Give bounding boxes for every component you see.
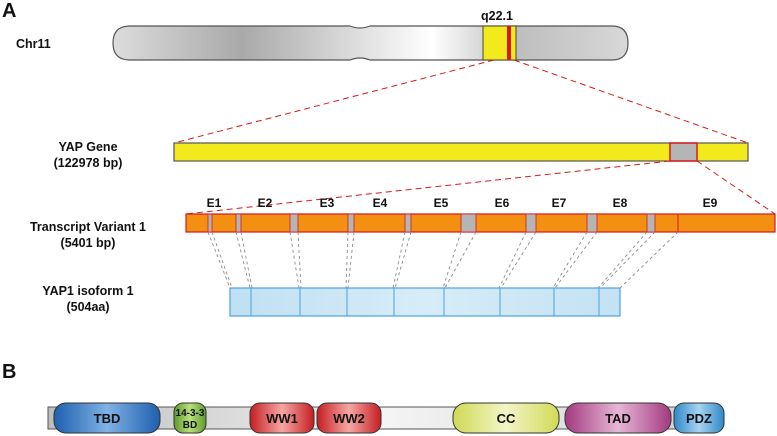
exon-label: E3 <box>320 196 335 210</box>
exon-label: E5 <box>434 196 449 210</box>
zoom-line-transcript-right <box>696 160 776 215</box>
exon-label: E9 <box>703 196 718 210</box>
domain-label: PDZ <box>686 411 712 426</box>
transcript-intron <box>646 213 656 233</box>
domain-label: TBD <box>94 411 121 426</box>
domain-tbd: TBD <box>53 402 161 434</box>
exon-label: E8 <box>613 196 628 210</box>
protein-isoform-bar <box>229 287 621 317</box>
exon-labels: E1 E2 E3 E4 E5 E6 E7 E8 E9 <box>207 196 718 210</box>
isoform-name: YAP1 isoform 1 <box>42 284 133 298</box>
transcript-intron <box>525 213 537 233</box>
gene-zoom-region <box>669 142 698 162</box>
transcript-name: Transcript Variant 1 <box>30 220 146 234</box>
exon-label: E4 <box>373 196 388 210</box>
chromosome-label: Chr11 <box>16 37 51 51</box>
isoform-length: (504aa) <box>66 300 109 314</box>
domain-14-3-3-bd: 14-3-3 BD <box>173 402 207 434</box>
gene-length: (122978 bp) <box>54 156 123 170</box>
chromosome-11 <box>112 25 629 61</box>
exon-label: E1 <box>207 196 222 210</box>
transcript-intron <box>235 213 242 233</box>
domain-label: WW2 <box>333 411 365 426</box>
yap-gene-bar <box>173 142 749 162</box>
yap-locus-marker <box>507 26 511 60</box>
transcript-bar <box>185 213 776 233</box>
transcript-length: (5401 bp) <box>61 236 116 250</box>
transcript-intron <box>404 213 412 233</box>
transcript-introns <box>207 213 656 233</box>
domain-label: WW1 <box>266 411 298 426</box>
protein-exon-boundaries <box>250 288 600 316</box>
transcript-intron <box>207 213 213 233</box>
chromosome-band-q22-1 <box>482 25 517 61</box>
zoom-line-transcript-left <box>185 160 671 215</box>
band-label: q22.1 <box>481 9 513 23</box>
panel-label-a: A <box>2 0 16 22</box>
transcript-intron <box>460 213 477 233</box>
transcript-intron <box>289 213 299 233</box>
domain-pdz: PDZ <box>673 402 725 434</box>
transcript-intron <box>347 213 355 233</box>
gene-name: YAP Gene <box>58 140 117 154</box>
domain-ww2: WW2 <box>316 402 382 434</box>
exon-label: E6 <box>495 196 510 210</box>
domain-tad: TAD <box>564 402 672 434</box>
domain-label: BD <box>183 420 197 431</box>
exon-label: E7 <box>552 196 567 210</box>
domain-label: 14-3-3 <box>176 408 205 419</box>
zoom-line-gene-left <box>173 59 495 144</box>
transcript-intron <box>586 213 598 233</box>
domain-cc: CC <box>452 402 560 434</box>
domain-ww1: WW1 <box>249 402 315 434</box>
exon-protein-mapping <box>207 231 679 289</box>
panel-label-b: B <box>2 361 16 383</box>
domain-label: TAD <box>605 411 631 426</box>
zoom-line-gene-right <box>513 59 749 144</box>
domain-label: CC <box>497 411 516 426</box>
exon-label: E2 <box>258 196 273 210</box>
